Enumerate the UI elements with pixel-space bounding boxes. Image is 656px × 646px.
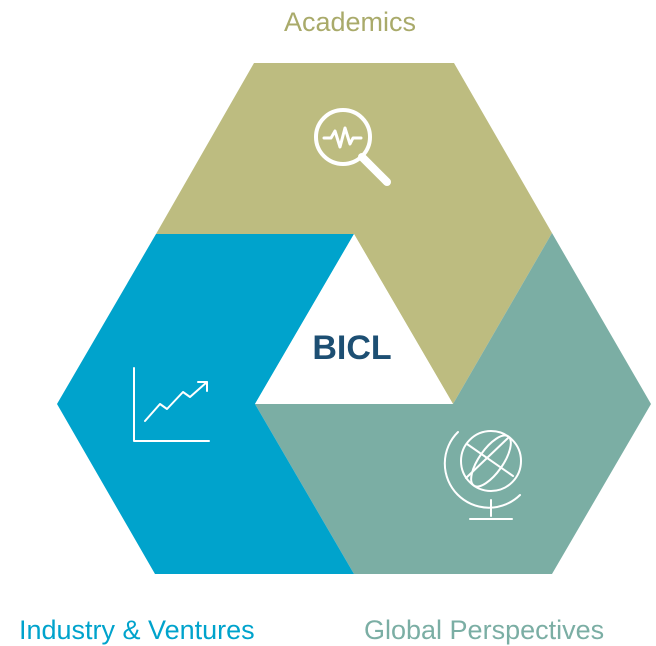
center-triangle: [255, 234, 453, 404]
center-label: BICL: [312, 329, 391, 367]
global-perspectives-segment: [255, 233, 651, 574]
globe-icon: [443, 430, 522, 520]
growth-chart-icon: [133, 367, 210, 442]
global-perspectives-label: Global Perspectives: [364, 615, 605, 645]
academics-label: Academics: [283, 7, 417, 37]
industry-ventures-label: Industry & Ventures: [19, 615, 255, 645]
magnifier-pulse-icon: [314, 108, 391, 186]
industry-ventures-segment: [57, 234, 354, 574]
academics-segment: [156, 63, 552, 404]
